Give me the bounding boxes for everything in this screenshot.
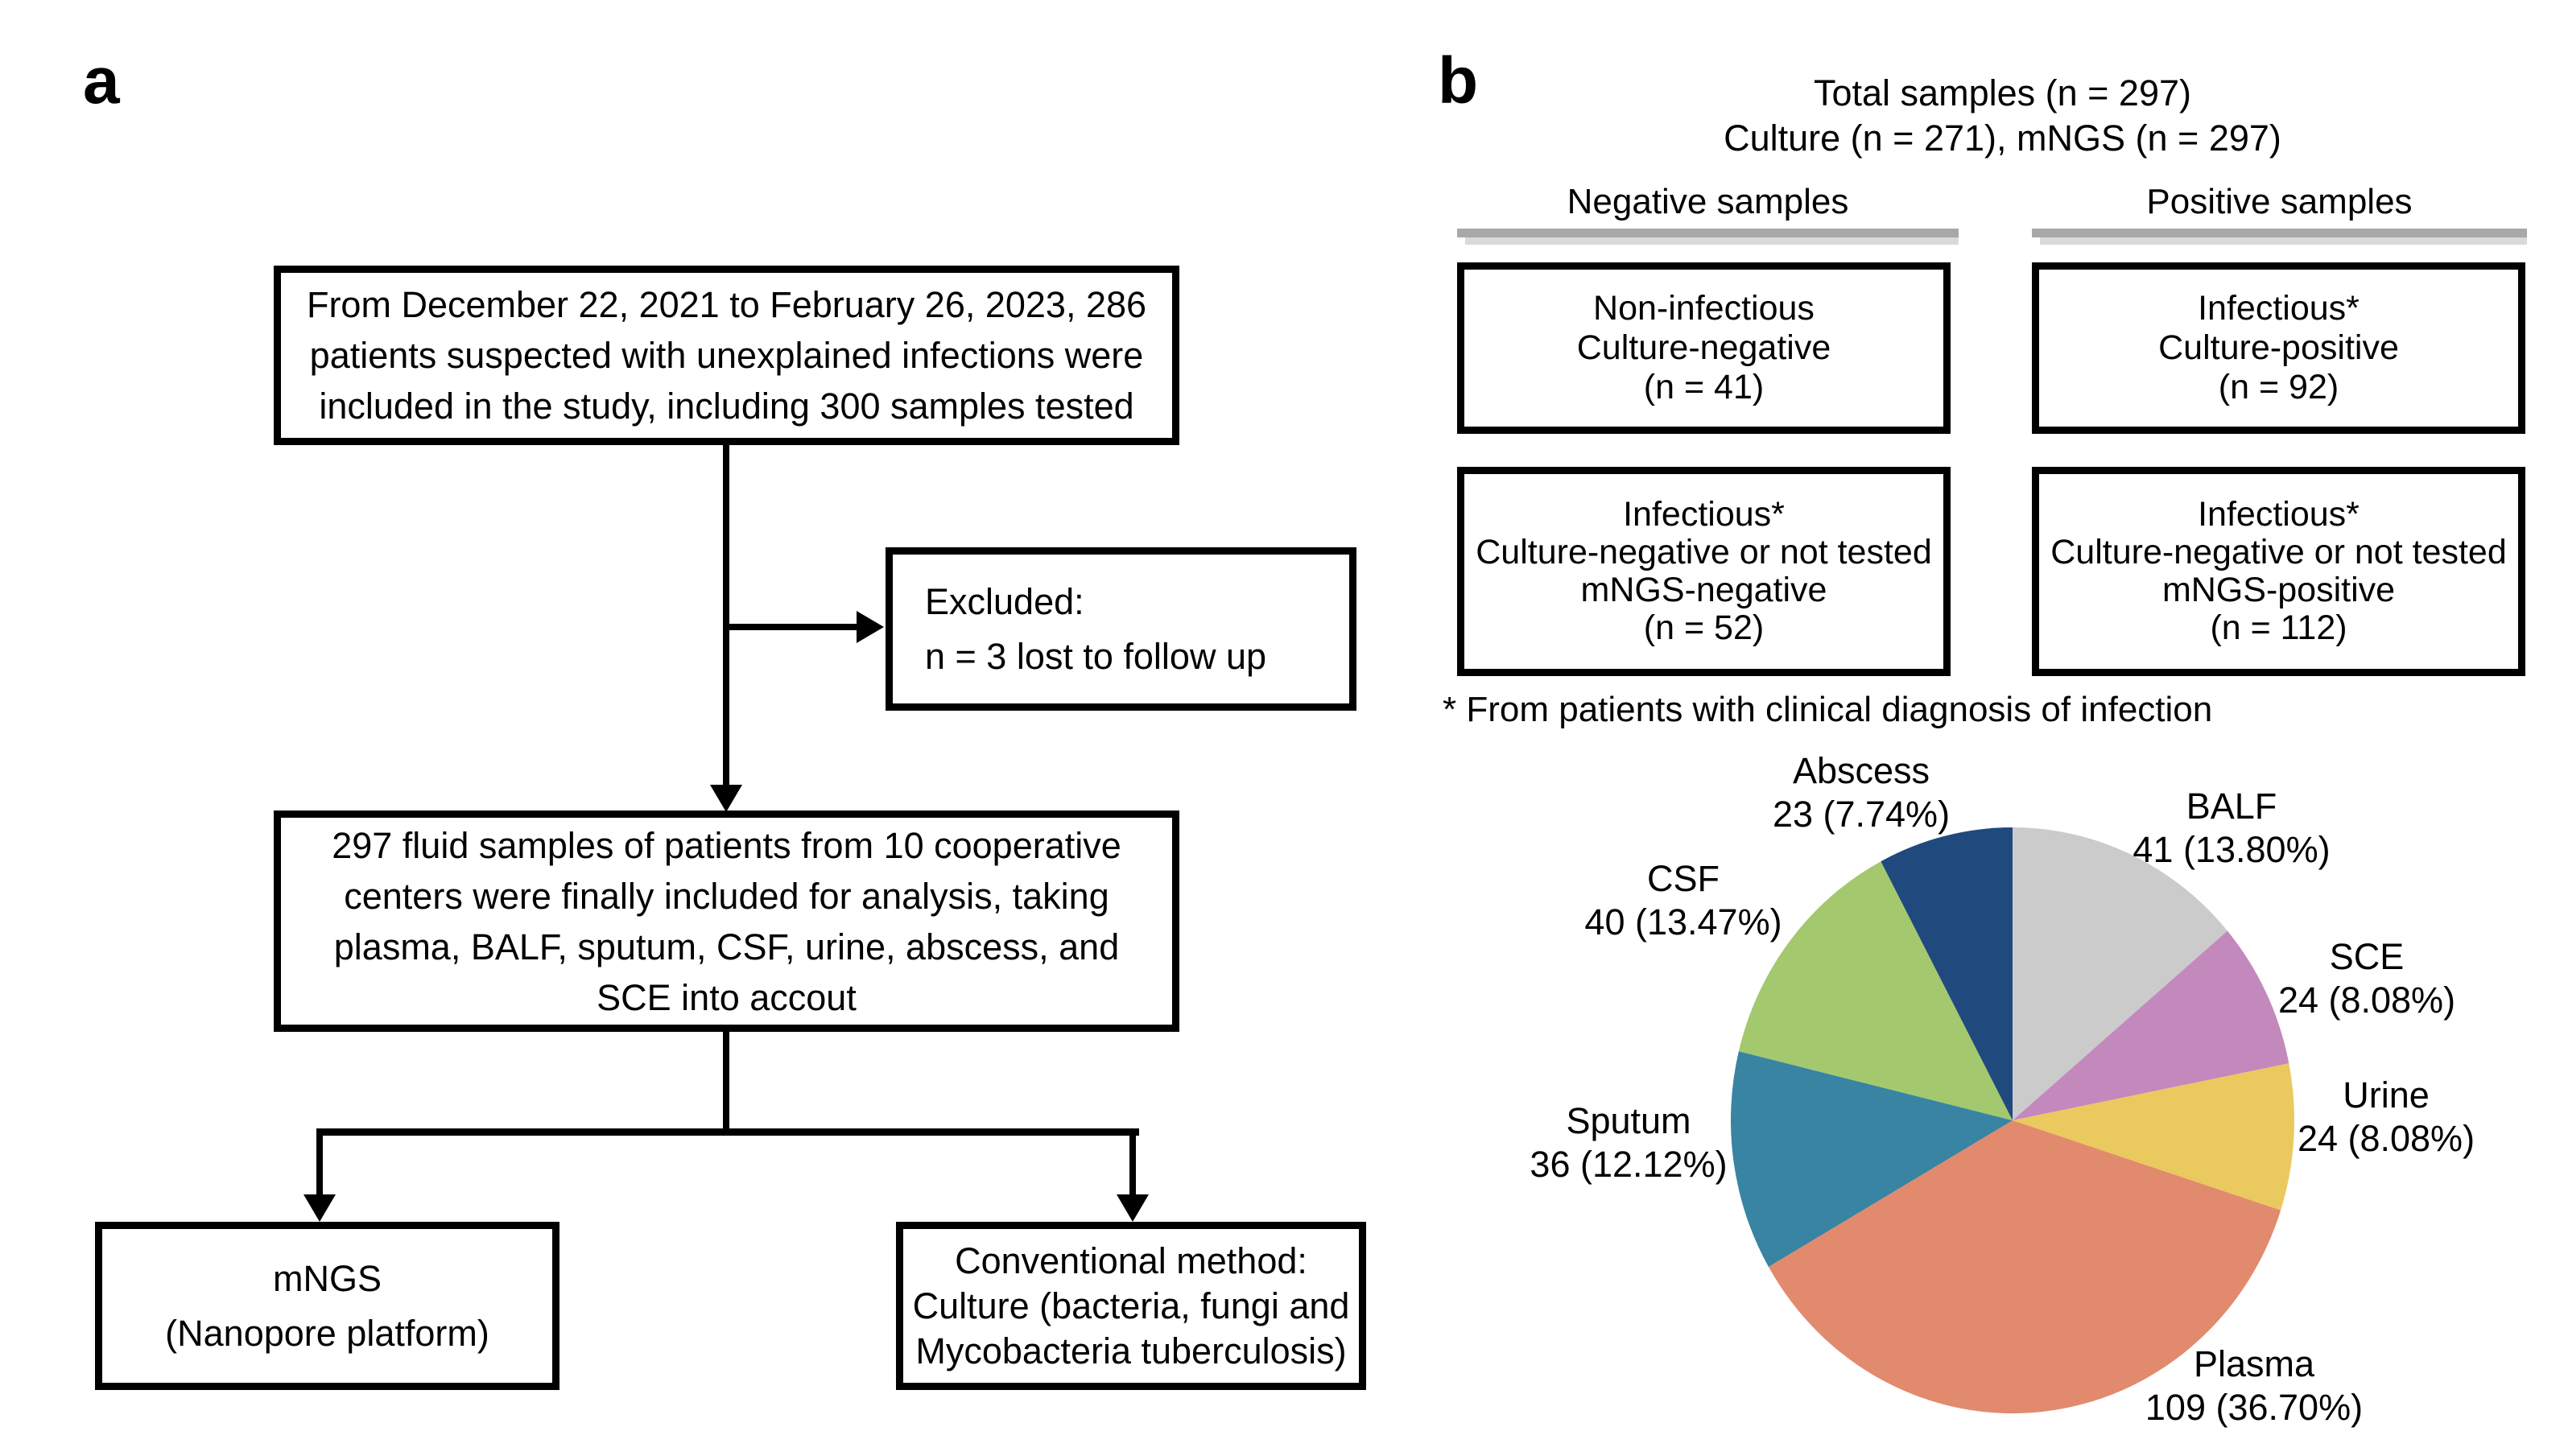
positive-underline-dark: [2032, 229, 2527, 237]
panel-a-label: a: [83, 44, 120, 118]
arrowhead-down-included: [710, 785, 742, 812]
pie-label-sputum: Sputum 36 (12.12%): [1530, 1100, 1728, 1185]
negative-header-underline: [1457, 229, 1959, 245]
negative-mngs-box: Infectious* Culture-negative or not test…: [1457, 467, 1951, 676]
negative-culture-box: Non-infectious Culture-negative (n = 41): [1457, 262, 1951, 434]
negative-samples-header: Negative samples: [1567, 182, 1849, 221]
included-box: 297 fluid samples of patients from 10 co…: [274, 810, 1179, 1032]
arrowhead-right-excluded: [857, 611, 884, 643]
arrowhead-down-conventional: [1117, 1194, 1149, 1222]
pie-slice-sputum: [1731, 1051, 2013, 1267]
arrowhead-down-mngs: [303, 1194, 336, 1222]
connector-included-to-branch: [723, 1032, 729, 1132]
pie-label-sce: SCE 24 (8.08%): [2277, 936, 2456, 1021]
positive-culture-box: Infectious* Culture-positive (n = 92): [2032, 262, 2525, 434]
positive-mngs-box: Infectious* Culture-negative or not test…: [2032, 467, 2525, 676]
pie-label-abscess: Abscess 23 (7.74%): [1772, 750, 1951, 835]
pie-slice-urine: [2013, 1063, 2295, 1211]
positive-samples-header: Positive samples: [2146, 182, 2413, 221]
connector-branch-to-mngs: [316, 1128, 323, 1196]
excluded-box: Excluded: n = 3 lost to follow up: [886, 547, 1356, 711]
connector-enrollment-to-included: [723, 445, 729, 786]
pie-label-balf: BALF 41 (13.80%): [2133, 786, 2331, 870]
pie-slice-sce: [2013, 930, 2289, 1120]
asterisk-footnote: * From patients with clinical diagnosis …: [1443, 690, 2213, 729]
enrollment-box: From December 22, 2021 to February 26, 2…: [274, 266, 1179, 445]
connector-branch-to-conventional: [1129, 1128, 1136, 1196]
pie-slice-abscess: [1881, 827, 2013, 1120]
negative-underline-dark: [1457, 229, 1959, 237]
total-samples-title-line1: Total samples (n = 297): [1814, 72, 2191, 113]
positive-underline-light: [2040, 237, 2527, 245]
negative-underline-light: [1465, 237, 1959, 245]
total-samples-title: Total samples (n = 297) Culture (n = 271…: [1441, 71, 2564, 161]
connector-to-excluded: [723, 624, 860, 630]
pie-label-plasma: Plasma 109 (36.70%): [2145, 1343, 2364, 1428]
total-samples-title-line2: Culture (n = 271), mNGS (n = 297): [1724, 118, 2281, 159]
conventional-box: Conventional method: Culture (bacteria, …: [896, 1222, 1366, 1390]
pie-label-urine: Urine 24 (8.08%): [2297, 1074, 2475, 1159]
panel-b-label: b: [1438, 44, 1479, 118]
mngs-box: mNGS (Nanopore platform): [95, 1222, 559, 1390]
branch-line: [316, 1128, 1139, 1136]
positive-header-underline: [2032, 229, 2527, 245]
pie-label-csf: CSF 40 (13.47%): [1584, 858, 1782, 942]
